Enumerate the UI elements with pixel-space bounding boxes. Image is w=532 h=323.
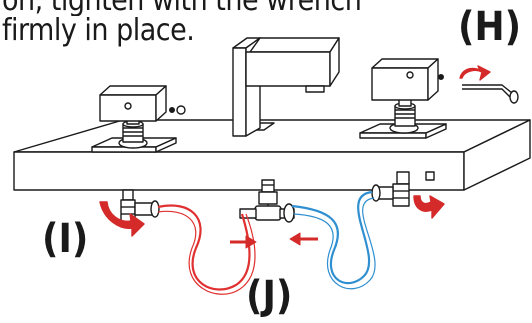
flow-arrow-icon (289, 232, 318, 246)
rotate-arrow-icon (459, 65, 491, 81)
right-valve-icon (371, 171, 435, 207)
right-handle-assembly (359, 58, 519, 139)
hex-wrench-icon (462, 84, 519, 104)
rotate-arrow-icon (99, 201, 145, 237)
set-screw-icon (438, 73, 445, 80)
hot-supply-hose-icon (157, 204, 256, 295)
instruction-line-1: on, tighten with the wrench (2, 0, 362, 18)
callout-h-label: (H) (458, 4, 522, 50)
spout-icon (232, 37, 340, 137)
handle-icon (99, 85, 167, 122)
set-screw-icon (168, 105, 186, 115)
left-valve-icon (120, 189, 160, 223)
rotate-arrow-icon (413, 195, 445, 219)
cold-supply-hose-icon (291, 190, 376, 290)
handle-icon (371, 58, 439, 101)
flow-arrow-icon (230, 235, 257, 249)
callout-j-label: (J) (246, 273, 293, 319)
instruction-line-2: firmly in place. (2, 13, 195, 48)
callout-i-label: (I) (42, 216, 89, 262)
left-handle-assembly (91, 85, 186, 153)
center-valve-icon (239, 179, 295, 223)
